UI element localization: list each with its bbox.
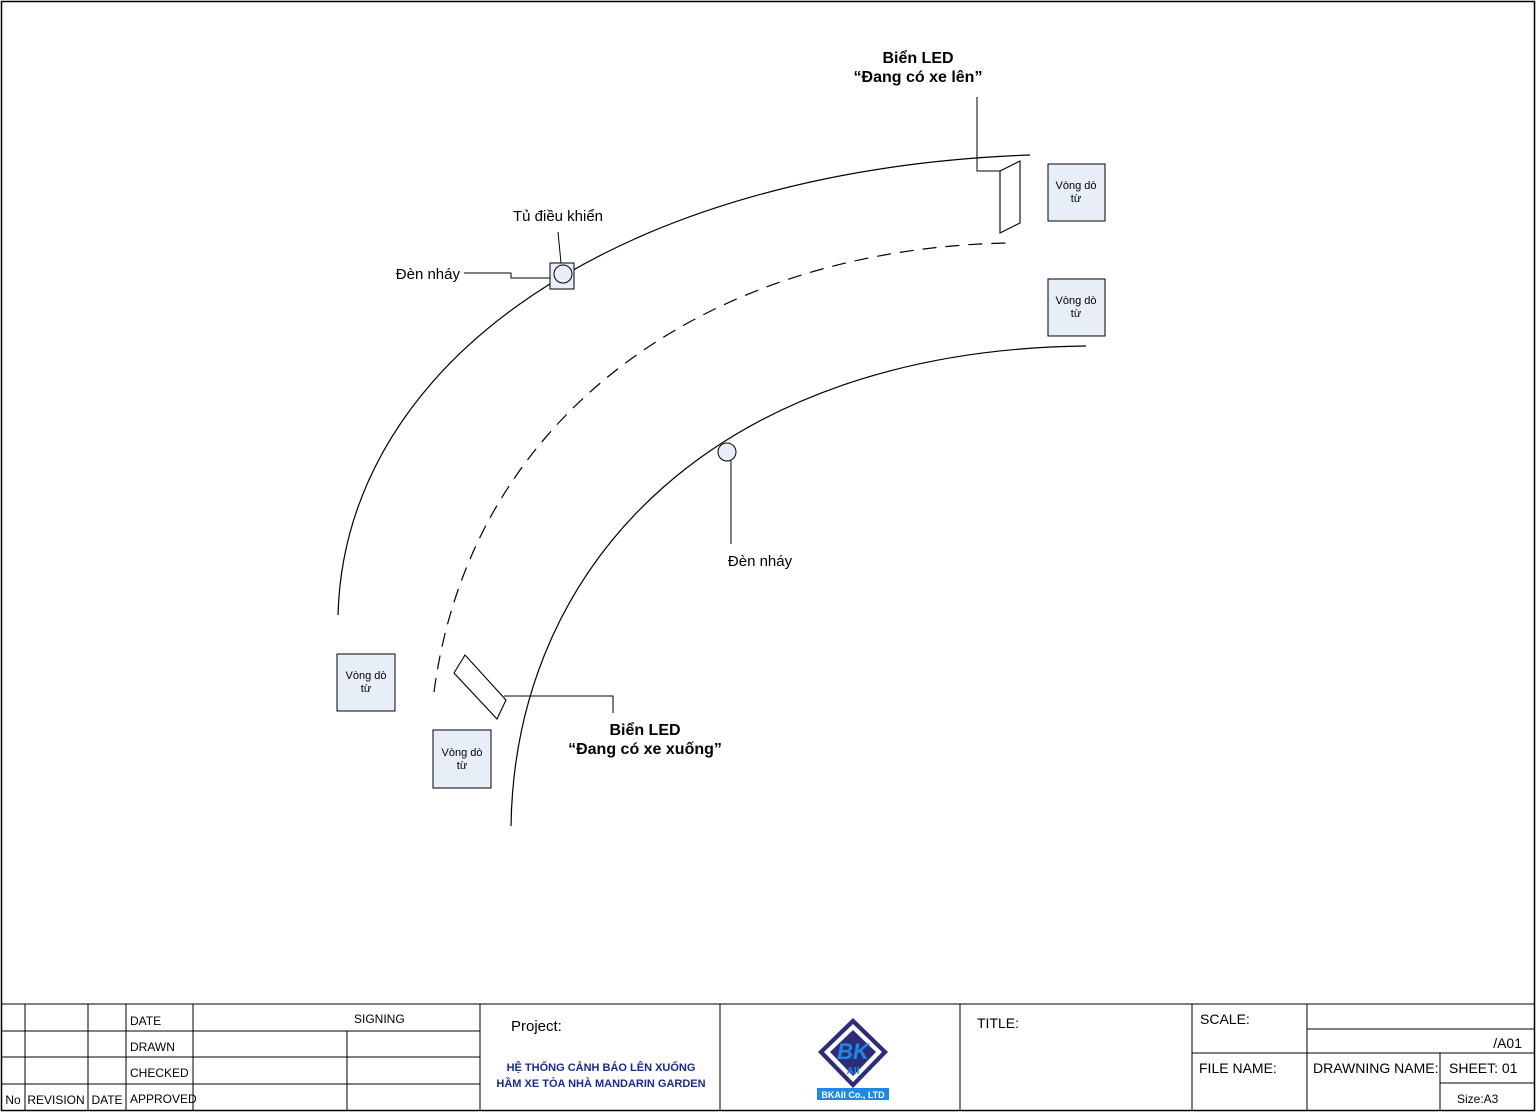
- road-center-line: [433, 242, 1007, 693]
- svg-text:từ: từ: [457, 760, 468, 772]
- led-sign-up-leader: [976, 97, 1000, 172]
- flash-light-bottom-label: Đèn nháy: [728, 553, 793, 570]
- control-cabinet-label: Tủ điều khiển: [513, 208, 603, 225]
- svg-text:Vòng dò: Vòng dò: [1056, 180, 1097, 192]
- led-sign-down-leader: [504, 695, 614, 713]
- led-sign-down-label-1: Biển LED: [609, 721, 680, 739]
- project-name-line1: HỆ THỐNG CẢNH BÁO LÊN XUỐNG: [507, 1060, 696, 1074]
- logo-letters: BK: [837, 1039, 871, 1064]
- size-label: Size:A3: [1457, 1092, 1499, 1106]
- loop-detector-top-1: Vòng dò từ: [1047, 163, 1106, 222]
- svg-text:Vòng dò: Vòng dò: [442, 747, 483, 759]
- loop-detector-top-2: Vòng dò từ: [1047, 278, 1106, 337]
- drawing-name-label: DRAWNING NAME:: [1313, 1060, 1438, 1076]
- row-checked: CHECKED: [130, 1066, 189, 1080]
- svg-text:từ: từ: [361, 683, 372, 695]
- led-sign-up-label-2: “Đang có xe lên”: [854, 69, 983, 86]
- project-name-line2: HẦM XE TÒA NHÀ MANDARIN GARDEN: [496, 1077, 705, 1090]
- row-date: DATE: [130, 1014, 161, 1028]
- led-sign-down: [453, 654, 507, 720]
- scale-label: SCALE:: [1200, 1011, 1250, 1027]
- title-block: [2, 1003, 1534, 1110]
- flash-light-top-icon: [553, 264, 573, 284]
- project-label: Project:: [511, 1018, 562, 1035]
- file-name-label: FILE NAME:: [1199, 1060, 1277, 1076]
- led-sign-up: [999, 160, 1021, 234]
- led-sign-up-label-1: Biển LED: [882, 49, 953, 67]
- flash-light-bottom-icon: [717, 442, 737, 462]
- rev-col-date: DATE: [91, 1093, 122, 1107]
- row-approved: APPROVED: [130, 1092, 197, 1106]
- drawing-code: /A01: [1493, 1035, 1522, 1051]
- svg-text:Vòng dò: Vòng dò: [1056, 295, 1097, 307]
- row-drawn: DRAWN: [130, 1040, 175, 1054]
- loop-detector-bottom-2: Vòng dò từ: [432, 729, 492, 789]
- road-inner-edge: [510, 345, 1087, 827]
- signing-label: SIGNING: [354, 1012, 405, 1026]
- rev-col-revision: REVISION: [27, 1093, 84, 1107]
- led-sign-down-label-2: “Đang có xe xuống”: [568, 741, 722, 758]
- loop-detector-bottom-1: Vòng dò từ: [336, 653, 396, 712]
- company-logo: BK AII BKAII Co., LTD: [817, 1018, 889, 1100]
- control-cabinet-leader: [557, 231, 562, 264]
- flash-light-top-label: Đèn nháy: [396, 266, 461, 283]
- svg-text:từ: từ: [1071, 308, 1082, 320]
- logo-sub: AII: [847, 1066, 860, 1077]
- logo-company: BKAII Co., LTD: [821, 1090, 885, 1100]
- road-outer-edge: [337, 154, 1031, 616]
- flash-light-top-leader: [464, 272, 550, 279]
- rev-col-no: No: [5, 1093, 21, 1107]
- svg-text:từ: từ: [1071, 193, 1082, 205]
- svg-text:Vòng dò: Vòng dò: [346, 670, 387, 682]
- title-label: TITLE:: [977, 1015, 1019, 1031]
- sheet-label: SHEET: 01: [1449, 1060, 1518, 1076]
